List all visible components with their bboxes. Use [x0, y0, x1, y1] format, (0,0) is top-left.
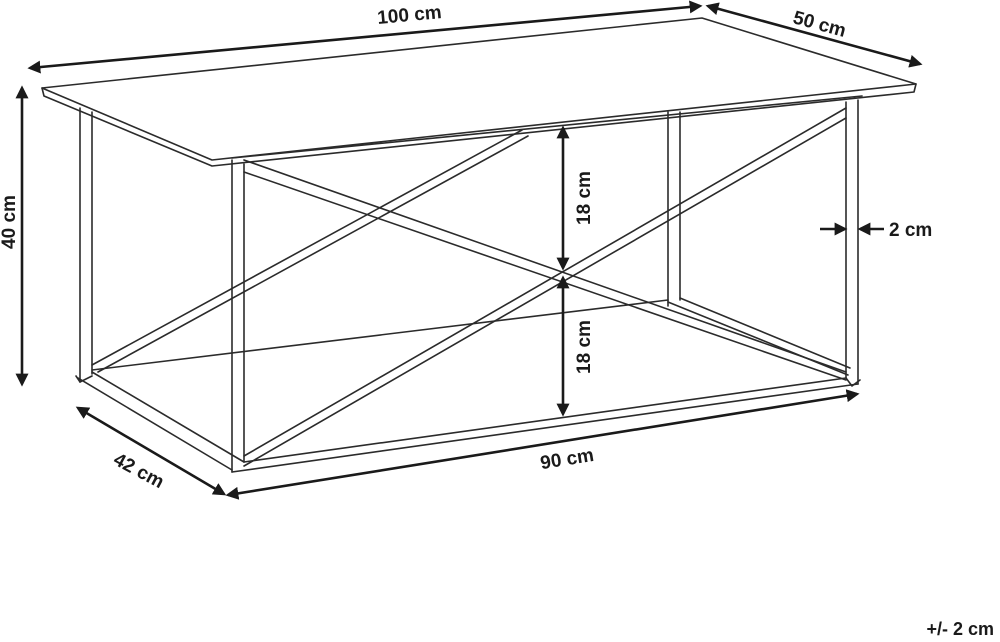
- base-length-label: 90 cm: [539, 445, 595, 474]
- upper-gap-label: 18 cm: [574, 171, 595, 225]
- base-depth-arrow: [75, 406, 227, 496]
- top-length-label: 100 cm: [376, 2, 442, 29]
- dimension-arrows: [15, 0, 923, 500]
- top-length-arrow: [27, 0, 703, 74]
- height-label: 40 cm: [0, 195, 20, 249]
- base-length-arrow: [225, 389, 860, 500]
- lower-gap-label: 18 cm: [574, 320, 595, 374]
- table-top: [41, 17, 917, 161]
- tube-width-label: 2 cm: [889, 220, 932, 241]
- tolerance-note: +/- 2 cm: [926, 619, 994, 639]
- top-depth-arrow: [705, 2, 923, 68]
